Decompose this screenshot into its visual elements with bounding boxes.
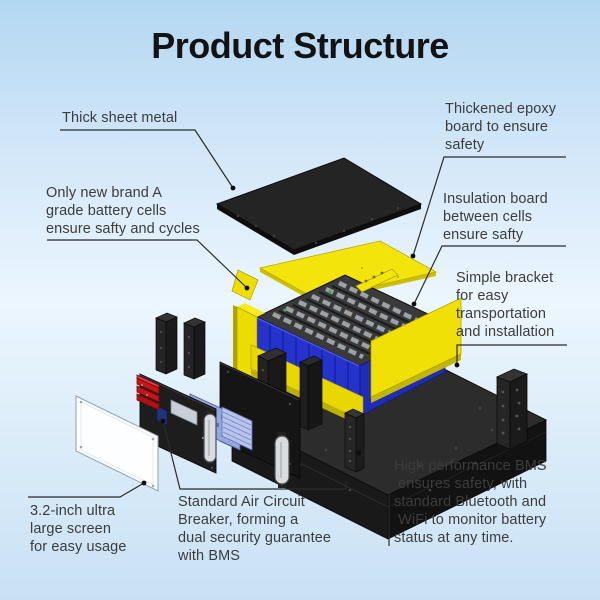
bracket-left-2	[183, 317, 206, 380]
bracket-right	[495, 368, 529, 450]
insulation-panel-back	[231, 269, 259, 301]
label-insulation-board: Insulation board between cells ensure sa…	[443, 191, 548, 243]
bms-heatsink	[221, 406, 253, 451]
bracket-left-1	[155, 312, 178, 375]
label-brand-a-cells: Only new brand A grade battery cells ens…	[46, 185, 200, 237]
bracket-front-center	[344, 408, 365, 473]
display-window	[170, 399, 198, 426]
sheet-metal-lid	[215, 157, 423, 255]
page-title: Product Structure	[151, 25, 449, 66]
label-circuit-breaker: Standard Air Circuit Breaker, forming a …	[178, 494, 332, 564]
battery-cell-block	[233, 268, 462, 427]
label-thickened-epoxy: Thickened epoxy board to ensure safety	[445, 101, 557, 153]
leader-dots	[141, 185, 460, 486]
screen-panel	[75, 395, 159, 492]
handles	[203, 410, 290, 488]
busbar-cover-bar	[355, 268, 399, 293]
label-large-screen: 3.2-inch ultra large screen for easy usa…	[30, 503, 127, 555]
leader-lines	[28, 129, 567, 546]
bracket-mid-2	[299, 355, 323, 431]
label-thick-sheet-metal: Thick sheet metal	[62, 110, 178, 126]
busbar-strips	[272, 280, 430, 360]
label-simple-bracket: Simple bracket for easy transportation a…	[456, 270, 555, 340]
label-bms: High performance BMS ensures safety, wit…	[394, 458, 547, 546]
insulation-panel-right	[370, 297, 462, 403]
air-circuit-breaker	[136, 374, 160, 411]
